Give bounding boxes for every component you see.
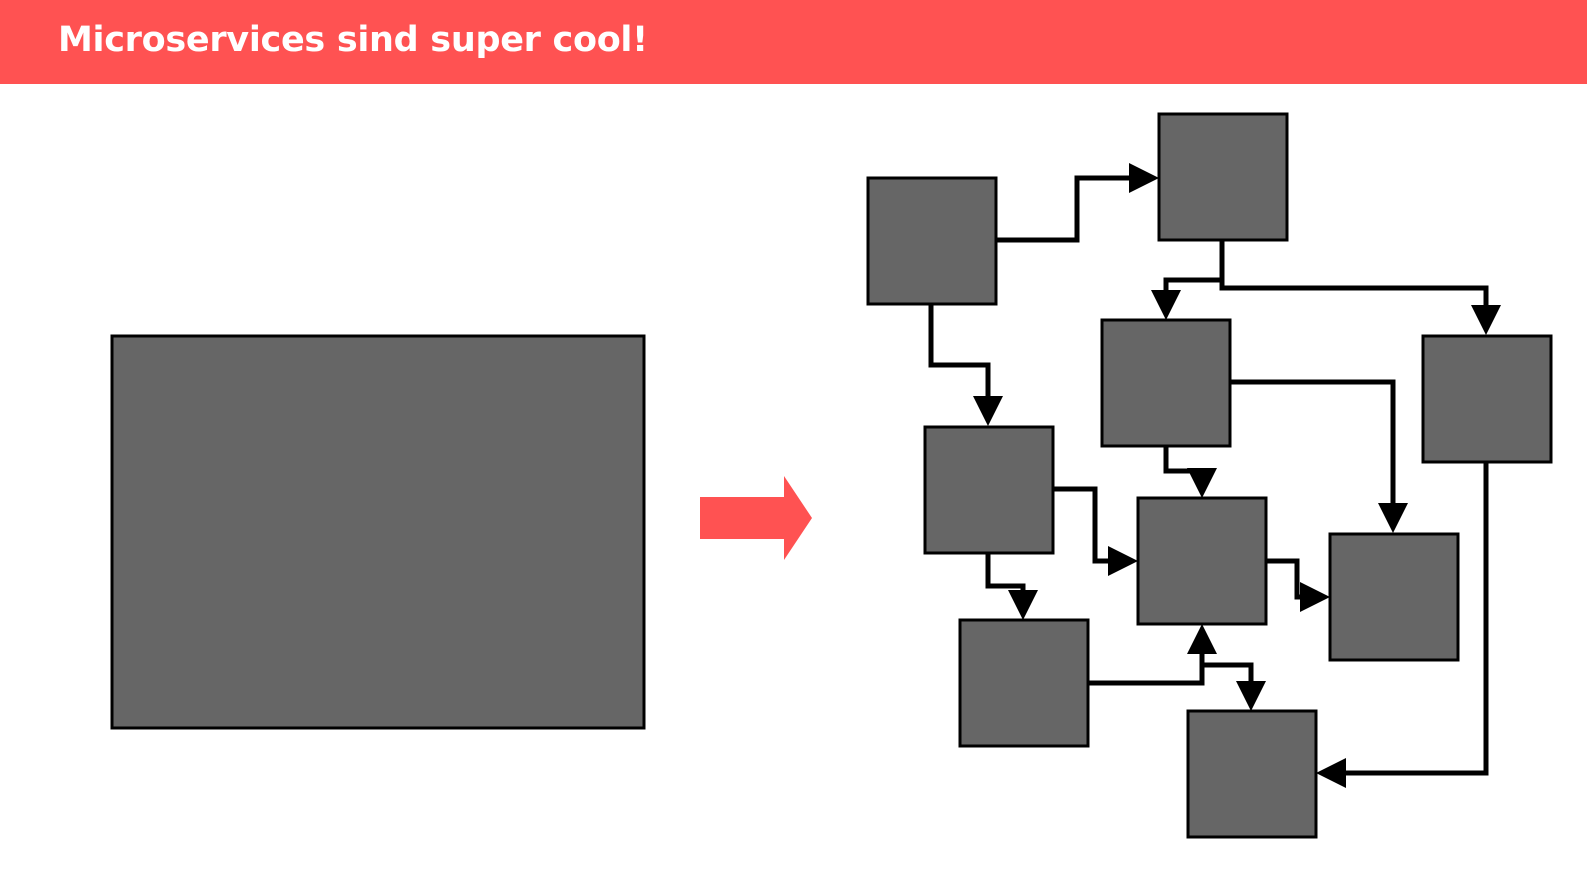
- microservice-box: [866, 176, 998, 306]
- transition-arrow: [700, 476, 812, 560]
- slide-title: Microservices sind super cool!: [58, 20, 648, 60]
- microservice-box: [1328, 532, 1460, 662]
- title-bar: Microservices sind super cool!: [0, 0, 1587, 84]
- connector: [1230, 379, 1408, 534]
- monolith-block: [110, 334, 646, 730]
- connector: [1202, 662, 1266, 712]
- connector: [1163, 446, 1217, 499]
- microservice-box: [1186, 709, 1318, 839]
- microservice-box: [1157, 112, 1289, 242]
- connector: [996, 163, 1160, 243]
- microservice-box: [1136, 496, 1268, 626]
- microservice-box: [1421, 334, 1553, 464]
- microservice-box: [958, 618, 1090, 748]
- connector: [1315, 462, 1489, 788]
- connector: [1219, 280, 1501, 336]
- connector: [985, 553, 1038, 621]
- connector: [928, 304, 1003, 427]
- microservice-box: [923, 425, 1055, 555]
- connector: [1151, 240, 1225, 321]
- microservice-box: [1100, 318, 1232, 448]
- connector: [1266, 558, 1331, 612]
- connector: [1052, 486, 1139, 576]
- connector: [1088, 623, 1217, 686]
